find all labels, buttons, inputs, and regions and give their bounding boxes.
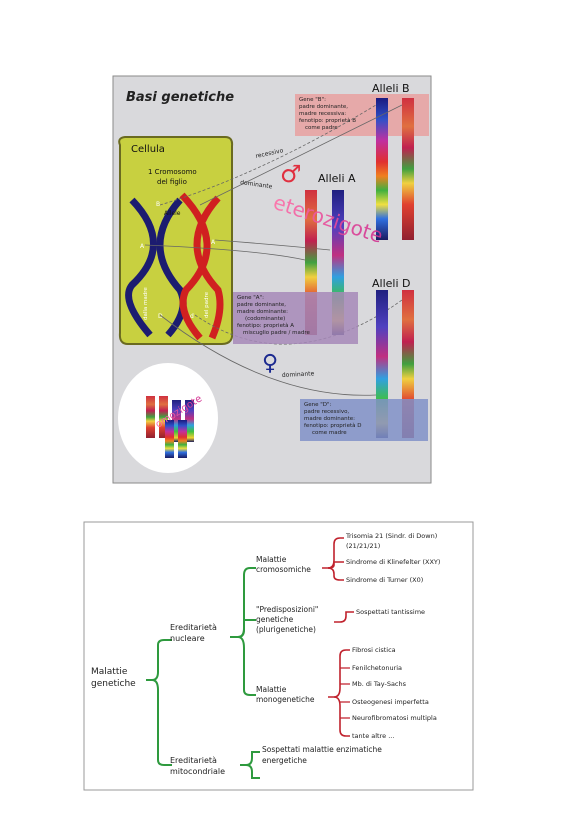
homo-bar-1 — [146, 396, 155, 438]
link-b-recessive — [159, 104, 377, 206]
gene-d-text: Gene "D": padre recessivo, madre dominan… — [304, 402, 363, 436]
chromosome-label-2: del figlio — [157, 178, 187, 186]
mother-chromatid-2 — [156, 197, 187, 338]
figure-title: Basi genetiche — [126, 90, 234, 105]
link-d-dominant — [159, 314, 377, 396]
gene-letter-b: B — [156, 201, 160, 208]
allele-b-bar-1 — [376, 98, 388, 240]
allele-b-bar-2 — [402, 98, 414, 240]
alleles-a-label: Alleli A — [318, 172, 356, 185]
homo-bar-5 — [165, 420, 174, 458]
allele-label: Allele — [164, 210, 181, 217]
male-symbol-icon: ♂ — [280, 160, 302, 188]
gene-letter-a2: A — [211, 239, 216, 246]
dominant-label-2: dominante — [282, 370, 315, 379]
gene-letter-d: D — [158, 313, 163, 320]
female-symbol-icon: ♀ — [262, 351, 278, 376]
alleles-b-label: Alleli B — [372, 82, 410, 95]
cell-label: Cellula — [131, 144, 165, 155]
dominant-label: dominante — [240, 179, 273, 190]
gene-d-box — [300, 399, 428, 441]
gene-letter-a: A — [140, 243, 145, 250]
link-b-dominant — [199, 104, 403, 206]
homo-bar-4 — [185, 400, 194, 442]
gene-b-text: Gene "B": padre dominante, madre recessi… — [299, 97, 358, 131]
father-label: del padre — [204, 291, 210, 318]
link-a-2 — [214, 239, 331, 251]
alleles-d-label: Alleli D — [372, 277, 410, 290]
cell-shape — [118, 136, 234, 345]
gene-letter-d2: d — [190, 313, 194, 320]
link-a-1 — [144, 244, 306, 261]
homo-bar-3 — [172, 400, 181, 442]
homo-bar-2 — [159, 396, 168, 438]
chromosome-label-1: 1 Cromosomo — [148, 168, 197, 176]
father-chromatid-2 — [193, 195, 224, 340]
homo-bar-6 — [178, 420, 187, 458]
mother-chromatid-1 — [125, 197, 157, 338]
gene-a-text: Gene "A": padre dominante, madre dominan… — [237, 295, 311, 336]
mother-label: dalla madre — [143, 287, 149, 320]
gene-a-box — [233, 292, 358, 344]
